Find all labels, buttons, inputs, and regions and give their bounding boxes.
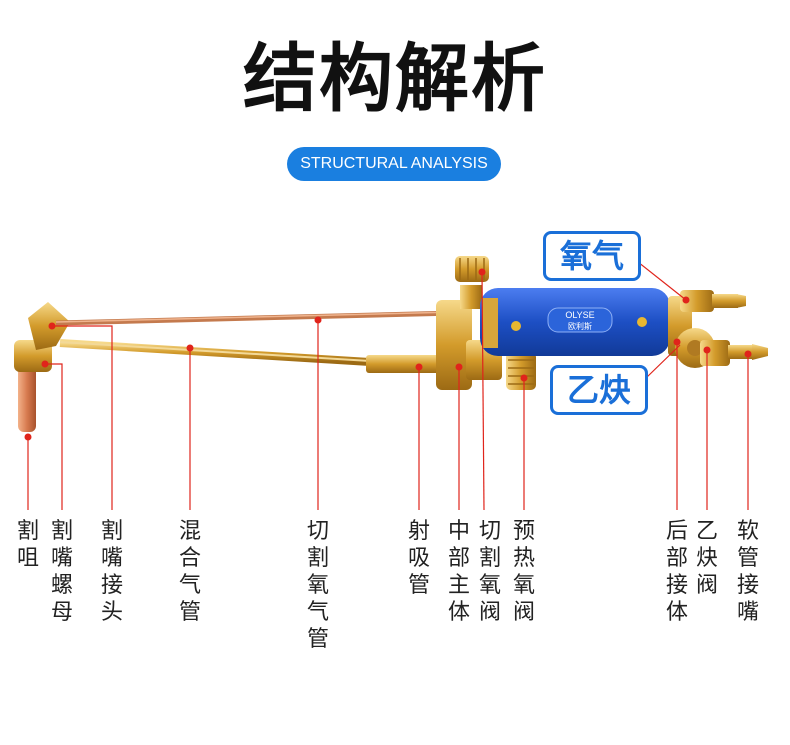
leader-lines (27, 257, 749, 511)
handle-logo-cn: 欧利斯 (568, 321, 592, 331)
middle-body (436, 285, 502, 390)
label-acetylene-valve: 乙炔阀 (695, 519, 718, 598)
injector-tube (366, 355, 440, 373)
handle-grip (480, 288, 670, 356)
handle-logo: OLYSE (565, 310, 594, 320)
label-hose-nipple: 软管接嘴 (736, 519, 759, 625)
page-title: 结构解析 (243, 36, 547, 122)
mixing-gas-tube (59, 339, 371, 366)
label-middle-body: 中部主体 (447, 519, 470, 625)
label-nozzle-joint: 割嘴接头 (100, 519, 123, 625)
preheat-oxygen-valve (506, 352, 536, 390)
label-rear-body: 后部接体 (665, 519, 688, 625)
subtitle-badge: STRUCTURAL ANALYSIS (287, 147, 501, 181)
cutting-oxygen-tube (55, 310, 457, 326)
label-cutting-oxygen-tube: 切割氧气管 (306, 519, 329, 652)
label-preheat-oxygen-valve: 预热氧阀 (512, 519, 535, 625)
label-nozzle: 割咀 (16, 519, 39, 571)
label-mixing-gas-tube: 混合气管 (178, 519, 201, 625)
label-injector-tube: 射吸管 (407, 519, 430, 598)
cutting-oxygen-valve (455, 256, 489, 282)
marker-dots (24, 268, 752, 441)
acetylene-badge: 乙炔 (550, 365, 648, 415)
oxygen-badge: 氧气 (543, 231, 641, 281)
label-nozzle-nut: 割嘴螺母 (50, 519, 73, 625)
label-cutting-oxygen-valve: 切割氧阀 (478, 519, 501, 625)
acetylene-valve (675, 328, 730, 368)
